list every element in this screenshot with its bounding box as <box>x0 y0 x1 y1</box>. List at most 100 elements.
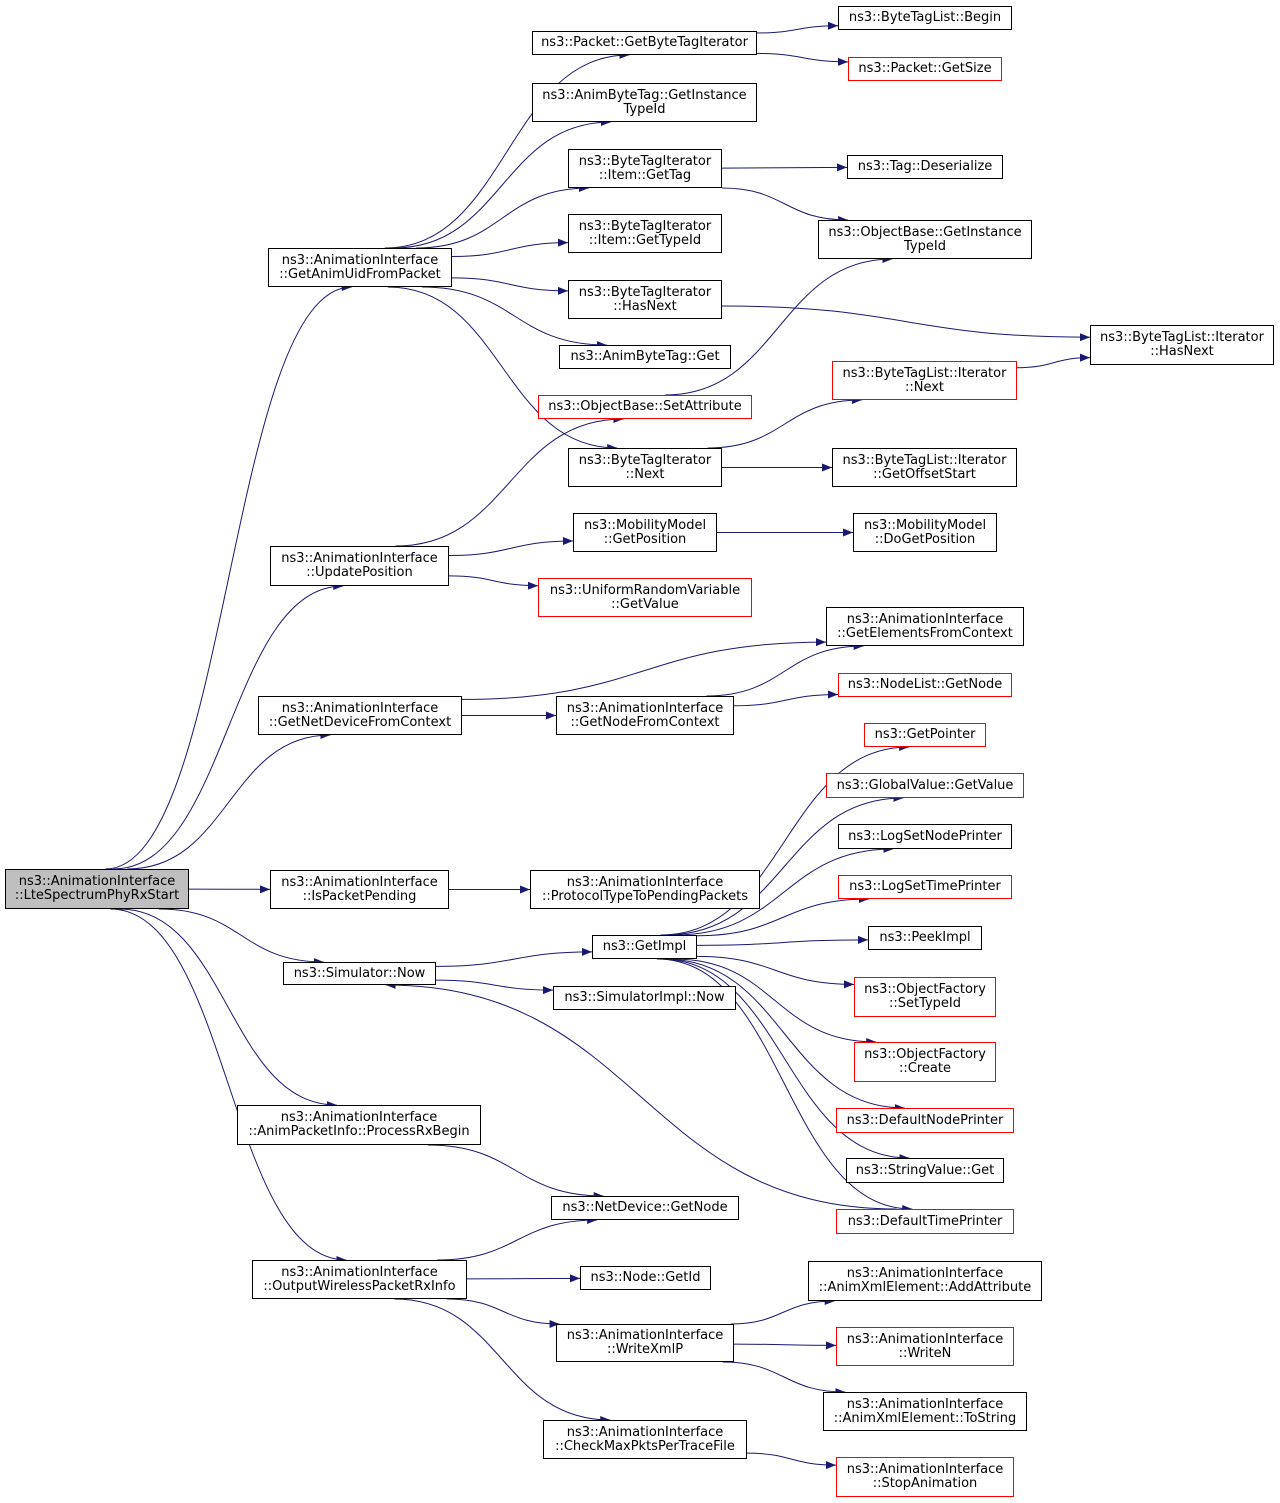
edge-getNetDev-to-getElems <box>461 638 827 700</box>
node-ofSetType[interactable]: ns3::ObjectFactory::SetTypeId <box>854 977 996 1017</box>
node-label-line: ::GetNodeFromContext <box>570 714 720 730</box>
node-abtGet[interactable]: ns3::AnimByteTag::Get <box>559 345 731 369</box>
edge-defTimePr-to-simNow <box>385 981 897 1210</box>
node-btiHasNext[interactable]: ns3::ByteTagIterator::HasNext <box>568 280 722 319</box>
node-getPointer[interactable]: ns3::GetPointer <box>864 723 986 747</box>
node-simNow[interactable]: ns3::Simulator::Now <box>283 962 436 985</box>
node-label-line: ns3::NetDevice::GetNode <box>562 1200 728 1215</box>
node-label-line: ::IsPacketPending <box>302 888 417 904</box>
node-btiItemGetType[interactable]: ns3::ByteTagIterator::Item::GetTypeId <box>568 214 722 253</box>
node-label-line: ::AnimPacketInfo::ProcessRxBegin <box>248 1124 470 1139</box>
node-protoToPending[interactable]: ns3::AnimationInterface::ProtocolTypeToP… <box>530 870 760 909</box>
node-strValGet[interactable]: ns3::StringValue::Get <box>846 1158 1004 1183</box>
node-label-line: ns3::AnimationInterface <box>846 1396 1004 1412</box>
node-outWireless[interactable]: ns3::AnimationInterface::OutputWirelessP… <box>252 1260 467 1299</box>
node-stopAnim[interactable]: ns3::AnimationInterface::StopAnimation <box>836 1457 1014 1497</box>
edge-outWireless-to-writeXmlP <box>447 1298 560 1328</box>
edge-outWireless-to-ndGetNode <box>437 1216 598 1261</box>
node-label-line: ns3::LogSetTimePrinter <box>849 879 1001 894</box>
node-label-line: TypeId <box>623 101 666 117</box>
node-simImplNow[interactable]: ns3::SimulatorImpl::Now <box>553 986 736 1010</box>
node-label-line: ns3::AnimationInterface <box>566 874 724 890</box>
edge-btiHasNext-to-btliHasNext <box>721 305 1091 342</box>
edge-root-to-getAnimUid <box>105 283 352 870</box>
node-procRx[interactable]: ns3::AnimationInterface::AnimPacketInfo:… <box>237 1105 481 1145</box>
node-label-line: ::DoGetPosition <box>874 531 976 547</box>
node-checkMax[interactable]: ns3::AnimationInterface::CheckMaxPktsPer… <box>543 1420 747 1459</box>
node-pktGetSize[interactable]: ns3::Packet::GetSize <box>848 57 1002 81</box>
node-axAddAttr[interactable]: ns3::AnimationInterface::AnimXmlElement:… <box>808 1261 1042 1301</box>
node-label-line: ns3::ObjectBase::SetAttribute <box>548 399 742 414</box>
node-label-line: ns3::AnimationInterface <box>281 252 439 268</box>
node-label-line: ::GetPosition <box>603 531 687 547</box>
node-urvGetValue[interactable]: ns3::UniformRandomVariable::GetValue <box>538 578 752 617</box>
node-label-line: ::UpdatePosition <box>306 565 413 580</box>
node-tagDeser[interactable]: ns3::Tag::Deserialize <box>847 155 1003 179</box>
edge-updatePos-to-obSetAttr <box>395 415 624 547</box>
edge-updatePos-to-mmGetPos <box>448 536 574 556</box>
node-label-line: ::GetValue <box>611 596 679 612</box>
edge-checkMax-to-stopAnim <box>746 1452 837 1470</box>
edge-pktGetBTI-to-btlBegin <box>756 21 839 34</box>
node-btliHasNext[interactable]: ns3::ByteTagList::Iterator::HasNext <box>1090 325 1274 365</box>
node-isPktPending[interactable]: ns3::AnimationInterface::IsPacketPending <box>270 870 449 909</box>
node-writeN[interactable]: ns3::AnimationInterface::WriteN <box>836 1327 1014 1366</box>
node-btliNext[interactable]: ns3::ByteTagList::Iterator::Next <box>832 361 1017 400</box>
node-btliGetOff[interactable]: ns3::ByteTagList::Iterator::GetOffsetSta… <box>832 448 1017 487</box>
node-label-line: ns3::AnimationInterface <box>846 611 1004 627</box>
node-getElems[interactable]: ns3::AnimationInterface::GetElementsFrom… <box>826 607 1024 646</box>
node-label-line: ns3::Packet::GetByteTagIterator <box>541 35 748 50</box>
node-mmGetPos[interactable]: ns3::MobilityModel::GetPosition <box>573 513 717 552</box>
node-label-line: ns3::AnimationInterface <box>18 874 176 889</box>
node-getImpl[interactable]: ns3::GetImpl <box>592 935 697 959</box>
node-defNodePr[interactable]: ns3::DefaultNodePrinter <box>836 1108 1014 1133</box>
node-label-line: ns3::AnimationInterface <box>280 1110 438 1125</box>
node-label-line: ns3::Packet::GetSize <box>858 61 992 76</box>
node-label-line: ns3::GetPointer <box>874 727 976 742</box>
edge-getAnimUid-to-abtGetInst <box>393 118 611 249</box>
edge-getImpl-to-logNodePr <box>674 845 894 936</box>
node-defTimePr[interactable]: ns3::DefaultTimePrinter <box>836 1209 1014 1234</box>
node-btiItemGetTag[interactable]: ns3::ByteTagIterator::Item::GetTag <box>568 149 722 188</box>
node-peekImpl[interactable]: ns3::PeekImpl <box>868 926 982 950</box>
node-ndGetNode[interactable]: ns3::NetDevice::GetNode <box>551 1196 739 1220</box>
node-label-line: ns3::AnimationInterface <box>846 1462 1004 1477</box>
node-btlBegin[interactable]: ns3::ByteTagList::Begin <box>838 6 1012 30</box>
node-updatePos[interactable]: ns3::AnimationInterface::UpdatePosition <box>270 546 449 586</box>
edge-getImpl-to-strValGet <box>659 958 910 1162</box>
node-label-line: ::Next <box>904 379 945 395</box>
node-label-line: ::Next <box>625 466 665 482</box>
edge-outWireless-to-nodeGetId <box>466 1274 581 1283</box>
node-nodeGetId[interactable]: ns3::Node::GetId <box>580 1266 711 1290</box>
node-label-line: ::AnimXmlElement::AddAttribute <box>818 1280 1032 1295</box>
node-label-line: ns3::AnimationInterface <box>281 1264 438 1280</box>
node-gvGetValue[interactable]: ns3::GlobalValue::GetValue <box>826 773 1024 798</box>
node-nlGetNode[interactable]: ns3::NodeList::GetNode <box>838 673 1012 697</box>
node-obSetAttr[interactable]: ns3::ObjectBase::SetAttribute <box>538 395 752 419</box>
node-label-line: ns3::ByteTagIterator <box>578 452 712 468</box>
node-getNodeCtx[interactable]: ns3::AnimationInterface::GetNodeFromCont… <box>556 696 734 735</box>
node-label-line: ns3::AnimationInterface <box>566 1424 724 1440</box>
node-label-line: ns3::AnimationInterface <box>846 1331 1004 1347</box>
edge-getImpl-to-getPointer <box>660 743 910 936</box>
node-label-line: ns3::AnimationInterface <box>281 874 438 890</box>
node-logTimePr[interactable]: ns3::LogSetTimePrinter <box>838 875 1012 899</box>
node-writeXmlP[interactable]: ns3::AnimationInterface::WriteXmlP <box>556 1324 734 1362</box>
node-mmDoGetPos[interactable]: ns3::MobilityModel::DoGetPosition <box>853 513 997 552</box>
node-getAnimUid[interactable]: ns3::AnimationInterface::GetAnimUidFromP… <box>268 248 452 287</box>
node-label-line: ::GetAnimUidFromPacket <box>279 266 441 282</box>
node-label-line: ns3::NodeList::GetNode <box>847 677 1003 692</box>
node-root[interactable]: ns3::AnimationInterface::LteSpectrumPhyR… <box>5 869 189 909</box>
node-getNetDev[interactable]: ns3::AnimationInterface::GetNetDeviceFro… <box>258 696 462 735</box>
node-pktGetBTI[interactable]: ns3::Packet::GetByteTagIterator <box>532 31 757 55</box>
node-logNodePr[interactable]: ns3::LogSetNodePrinter <box>838 824 1012 849</box>
node-label-line: ::GetNetDeviceFromContext <box>268 714 452 730</box>
node-btiNext[interactable]: ns3::ByteTagIterator::Next <box>568 448 722 487</box>
node-axToString[interactable]: ns3::AnimationInterface::AnimXmlElement:… <box>823 1392 1027 1431</box>
node-label-line: ::Item::GetTag <box>598 167 692 183</box>
edge-getAnimUid-to-abtGet <box>422 286 607 349</box>
node-ofCreate[interactable]: ns3::ObjectFactory::Create <box>854 1042 996 1082</box>
